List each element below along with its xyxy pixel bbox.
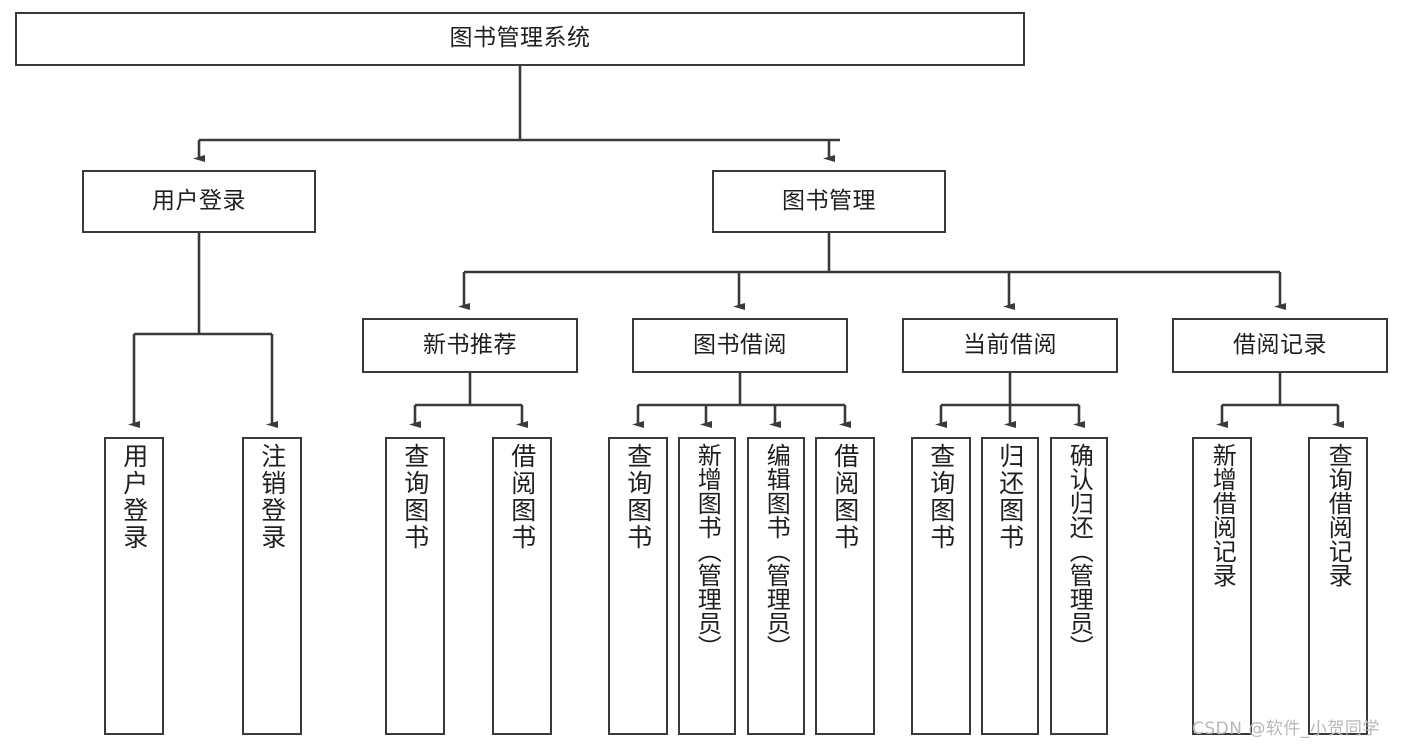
node-label: 图书管理系统	[449, 25, 591, 52]
node-label: 图书借阅	[693, 331, 787, 358]
node-label: 确认归还（管理员）	[1065, 443, 1094, 659]
node-label: 查询图书	[926, 443, 956, 551]
node-current-borrow[interactable]: 当前借阅	[902, 318, 1118, 373]
node-label: 图书管理	[782, 187, 876, 214]
leaf-logout[interactable]: 注销登录	[242, 437, 302, 735]
node-label: 借阅图书	[507, 443, 537, 551]
node-label: 归还图书	[995, 443, 1025, 551]
leaf-user-login[interactable]: 用户登录	[104, 437, 164, 735]
node-label: 新增借阅记录	[1208, 443, 1237, 587]
node-label: 用户登录	[152, 187, 246, 214]
node-label: 新书推荐	[423, 331, 517, 358]
leaf-query-borrow-record[interactable]: 查询借阅记录	[1308, 437, 1368, 735]
leaf-borrow-book[interactable]: 借阅图书	[815, 437, 875, 735]
leaf-borrow-book-recommend[interactable]: 借阅图书	[492, 437, 552, 735]
node-label: 编辑图书（管理员）	[762, 443, 791, 659]
node-label: 查询图书	[623, 443, 653, 551]
node-label: 借阅记录	[1233, 331, 1327, 358]
node-root-system[interactable]: 图书管理系统	[15, 12, 1025, 66]
node-label: 新增图书（管理员）	[693, 443, 722, 659]
node-label: 借阅图书	[830, 443, 860, 551]
leaf-return-book[interactable]: 归还图书	[981, 437, 1039, 735]
leaf-edit-book-admin[interactable]: 编辑图书（管理员）	[747, 437, 805, 735]
node-book-management-module[interactable]: 图书管理	[712, 170, 946, 233]
csdn-watermark: CSDN @软件_小贺同学	[1192, 719, 1380, 739]
leaf-query-book-current[interactable]: 查询图书	[911, 437, 971, 735]
leaf-add-borrow-record[interactable]: 新增借阅记录	[1192, 437, 1252, 735]
node-borrow-records[interactable]: 借阅记录	[1172, 318, 1388, 373]
node-label: 查询图书	[400, 443, 430, 551]
node-user-login-module[interactable]: 用户登录	[82, 170, 316, 233]
node-label: 查询借阅记录	[1324, 443, 1353, 587]
node-label: 注销登录	[257, 443, 287, 551]
node-label: 用户登录	[119, 443, 149, 551]
leaf-add-book-admin[interactable]: 新增图书（管理员）	[678, 437, 736, 735]
node-book-borrow[interactable]: 图书借阅	[632, 318, 848, 373]
node-new-book-recommend[interactable]: 新书推荐	[362, 318, 578, 373]
node-label: 当前借阅	[963, 331, 1057, 358]
leaf-confirm-return-admin[interactable]: 确认归还（管理员）	[1050, 437, 1108, 735]
leaf-query-book-borrow[interactable]: 查询图书	[608, 437, 668, 735]
leaf-query-book-recommend[interactable]: 查询图书	[385, 437, 445, 735]
